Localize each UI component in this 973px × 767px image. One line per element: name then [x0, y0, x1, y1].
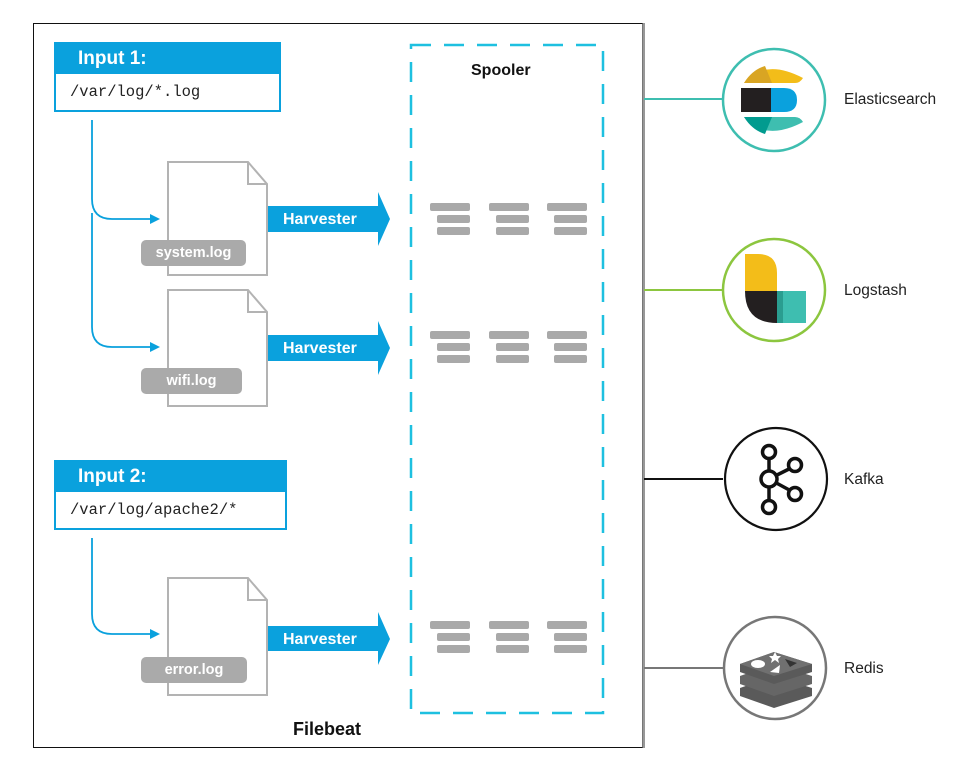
event-bar [430, 203, 470, 211]
event-stack-icon [547, 621, 587, 653]
kafka-logo-icon [723, 426, 829, 532]
input-title: Input 2: [78, 466, 147, 487]
output-label-kafka: Kafka [844, 471, 884, 488]
output-label-redis: Redis [844, 660, 884, 677]
harvester-arrow [268, 612, 390, 665]
harvester-label: Harvester [283, 211, 357, 228]
event-bar [437, 227, 470, 235]
event-bar [547, 621, 587, 629]
connector-line [91, 213, 150, 348]
logstash-logo-icon [721, 237, 827, 343]
event-bar [554, 633, 587, 641]
file-label-system-log: system.log [141, 240, 246, 266]
arrowhead-icon [150, 629, 160, 639]
input1-connectors [91, 120, 150, 348]
input-path: /var/log/*.log [56, 74, 279, 110]
event-bar [496, 215, 529, 223]
event-bar [496, 645, 529, 653]
harvester-label: Harvester [283, 631, 357, 648]
spooler-title: Spooler [471, 62, 531, 79]
event-bar [437, 645, 470, 653]
elasticsearch-logo-icon [721, 47, 827, 153]
connector-line [91, 120, 150, 220]
event-bar [554, 215, 587, 223]
output-label-logstash: Logstash [844, 282, 907, 299]
event-stack-icon [430, 621, 470, 653]
file-label-wifi-log: wifi.log [141, 368, 242, 394]
event-bar [547, 331, 587, 339]
event-bar [496, 343, 529, 351]
output-label-elasticsearch: Elasticsearch [844, 91, 937, 108]
event-stack-icon [547, 203, 587, 235]
spooler-stacks [430, 203, 587, 653]
event-stack-icon [430, 203, 470, 235]
event-bar [554, 645, 587, 653]
event-bar [430, 331, 470, 339]
input-2-box: Input 2: /var/log/apache2/* [54, 460, 287, 530]
filebeat-container [33, 23, 643, 748]
file-label-error-log: error.log [141, 657, 247, 683]
event-stack-icon [430, 331, 470, 363]
event-bar [496, 227, 529, 235]
event-bar [430, 621, 470, 629]
connector-line [91, 538, 150, 635]
event-bar [554, 343, 587, 351]
redis-logo-icon [722, 615, 828, 721]
harvester-arrow [268, 321, 390, 375]
filebeat-title: Filebeat [293, 719, 362, 739]
event-bar [547, 203, 587, 211]
event-bar [489, 621, 529, 629]
event-bar [437, 215, 470, 223]
harvester-arrow [268, 192, 390, 246]
event-bar [554, 227, 587, 235]
input-1-box: Input 1: /var/log/*.log [54, 42, 281, 112]
arrowhead-icon [150, 342, 160, 352]
event-bar [496, 355, 529, 363]
event-stack-icon [489, 621, 529, 653]
event-bar [554, 355, 587, 363]
event-bar [489, 331, 529, 339]
event-stack-icon [489, 331, 529, 363]
event-bar [437, 633, 470, 641]
event-bar [437, 355, 470, 363]
input-path: /var/log/apache2/* [56, 492, 285, 528]
event-bar [437, 343, 470, 351]
arrowhead-icon [150, 214, 160, 224]
event-bar [496, 633, 529, 641]
input-title: Input 1: [78, 48, 147, 69]
event-stack-icon [489, 203, 529, 235]
spooler-box [409, 43, 605, 715]
harvester-label: Harvester [283, 340, 357, 357]
event-bar [489, 203, 529, 211]
event-stack-icon [547, 331, 587, 363]
